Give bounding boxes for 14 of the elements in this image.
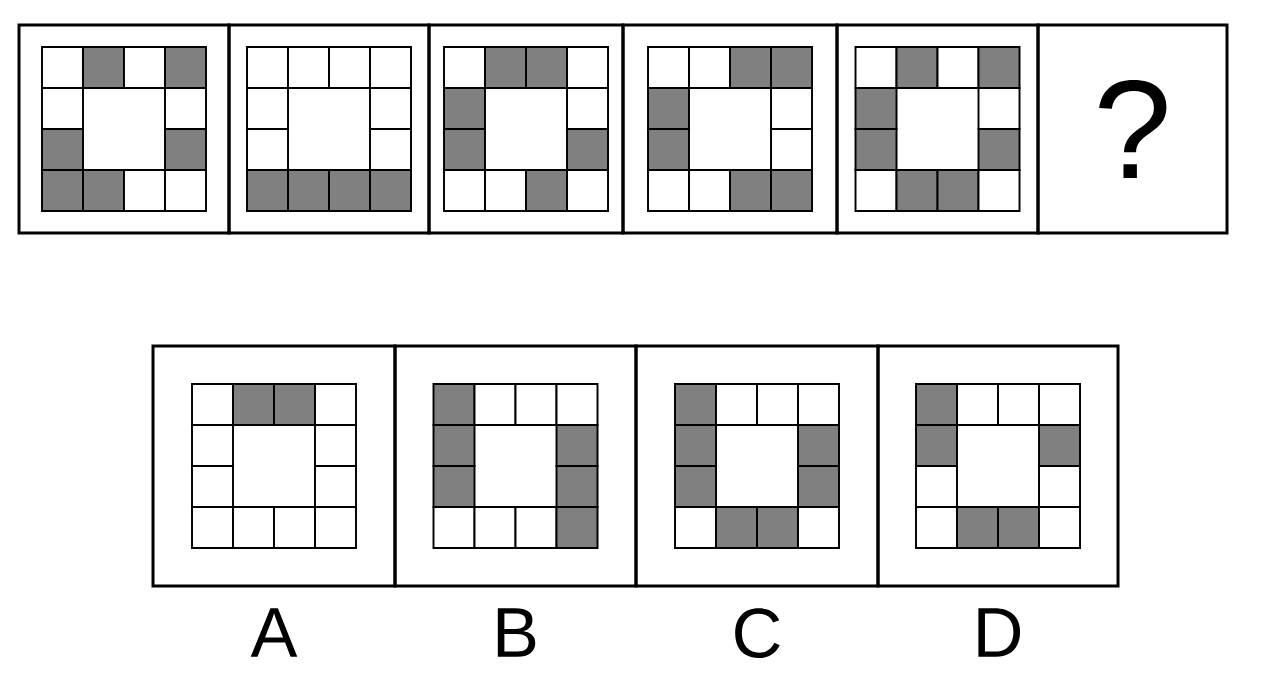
puzzle-panel	[151, 344, 397, 588]
puzzle-panel	[393, 344, 638, 588]
puzzle-panel	[835, 23, 1040, 235]
puzzle-panel	[227, 23, 431, 235]
option-letter: B	[497, 608, 536, 657]
option-letter: C	[735, 608, 780, 659]
puzzle-panel	[17, 23, 231, 235]
option-letter: D	[978, 608, 1021, 657]
option-letter: A	[250, 608, 298, 657]
puzzle-panel	[621, 23, 839, 235]
puzzle-panel: ?	[1036, 23, 1229, 235]
puzzle-panel	[876, 344, 1120, 588]
puzzle-panel	[427, 23, 625, 235]
puzzle-panel	[634, 344, 880, 588]
